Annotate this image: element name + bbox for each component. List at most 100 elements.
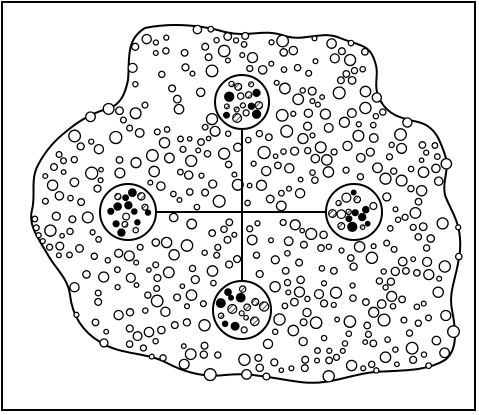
particle (209, 180, 217, 188)
particle (435, 177, 443, 185)
particle (206, 136, 210, 140)
cluster-right (326, 184, 382, 240)
particle (99, 168, 103, 172)
cluster-particle (118, 229, 125, 236)
particle (350, 283, 355, 288)
cluster-particle (244, 304, 251, 311)
cluster-particle (336, 201, 341, 206)
cluster-particle (138, 193, 145, 200)
particle (363, 299, 370, 306)
particle (415, 320, 421, 326)
particle (181, 50, 188, 57)
particle (383, 285, 388, 290)
particle (70, 283, 79, 292)
cluster-particle (135, 220, 140, 225)
particle (316, 102, 321, 107)
cluster-particle (249, 82, 254, 87)
particle (234, 38, 239, 43)
cluster-particle (346, 216, 352, 222)
particle (201, 342, 208, 349)
particle (154, 286, 160, 292)
particle (170, 213, 178, 221)
particle (52, 212, 60, 220)
particle (295, 287, 305, 297)
particle (384, 240, 390, 246)
particle (182, 344, 187, 349)
particle (389, 142, 394, 147)
cluster-particle (338, 223, 345, 230)
particle (151, 295, 163, 307)
particle (310, 317, 321, 328)
cluster-particle (229, 295, 234, 300)
particle (419, 142, 426, 149)
particle (291, 147, 299, 155)
particle (232, 232, 237, 237)
particle (281, 125, 293, 137)
particle (308, 87, 316, 95)
particle (161, 307, 170, 316)
particle (169, 250, 179, 260)
particle (70, 178, 79, 187)
cluster-particle (329, 210, 337, 218)
particle (60, 234, 64, 238)
particle (186, 155, 197, 166)
particle (185, 349, 196, 360)
particle (385, 337, 390, 342)
particle (266, 195, 274, 203)
cluster-particle (234, 107, 239, 112)
particle (286, 290, 291, 295)
particle (133, 82, 138, 87)
cluster-particle (233, 114, 242, 123)
particle (410, 356, 417, 363)
particle (395, 129, 407, 141)
particle (92, 319, 99, 326)
particle (226, 261, 233, 268)
particle (348, 109, 357, 118)
particle (266, 134, 273, 141)
particle (188, 137, 192, 141)
particle (421, 301, 426, 306)
particle (187, 219, 197, 229)
particle (43, 198, 49, 204)
particle (387, 291, 397, 301)
particle (149, 166, 159, 176)
particle (408, 186, 414, 192)
particle (351, 68, 357, 74)
particle (32, 216, 38, 222)
particle (331, 302, 336, 307)
particle (179, 359, 189, 369)
particle (135, 129, 144, 138)
particle (321, 300, 328, 307)
frame-border (2, 2, 475, 410)
particle (380, 173, 391, 184)
particle (116, 107, 124, 115)
particle (304, 122, 312, 130)
particle (387, 154, 393, 160)
particle (133, 332, 142, 341)
particle (291, 111, 296, 116)
particle (69, 216, 76, 223)
particle (201, 301, 207, 307)
particle (441, 311, 451, 321)
particle (396, 217, 401, 222)
particle (390, 304, 395, 309)
particle (293, 94, 304, 105)
particle (339, 117, 349, 127)
particle (310, 133, 315, 138)
particle (288, 325, 298, 335)
particle (304, 109, 312, 117)
particle (401, 317, 407, 323)
particle (86, 167, 98, 179)
particle (164, 267, 175, 278)
cluster-particle (260, 302, 269, 311)
particle (153, 339, 158, 344)
particle (391, 247, 397, 253)
cluster-particle (359, 214, 366, 221)
particle (324, 124, 333, 133)
cluster-particle (114, 203, 121, 210)
cluster-particle (240, 286, 246, 292)
cluster-particle (246, 92, 252, 98)
particle (305, 148, 311, 154)
particle (397, 144, 407, 154)
